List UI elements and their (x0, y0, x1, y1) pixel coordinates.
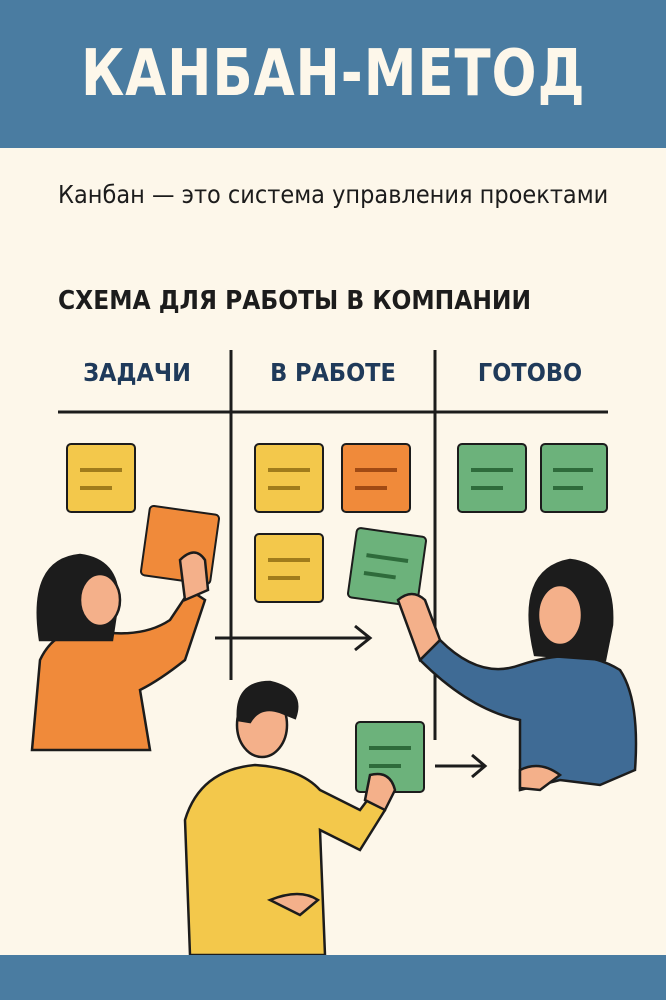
arrow-right-icon (215, 624, 373, 652)
page-title: КАНБАН-МЕТОД (80, 37, 586, 111)
header-banner: КАНБАН-МЕТОД (0, 0, 666, 148)
sticky-note-orange (341, 443, 411, 513)
column-header-in-progress: В РАБОТЕ (270, 358, 396, 387)
person-man-middle (183, 680, 397, 957)
sticky-note-green (457, 443, 527, 513)
sticky-note-green (346, 527, 428, 608)
footer-band (0, 955, 666, 1000)
sticky-note-green (540, 443, 608, 513)
sticky-note-yellow (254, 443, 324, 513)
subtitle: Канбан — это система управления проектам… (58, 180, 609, 209)
person-woman-left (30, 551, 210, 752)
column-header-done: ГОТОВО (477, 358, 583, 387)
person-woman-right (396, 558, 638, 792)
scheme-title: СХЕМА ДЛЯ РАБОТЫ В КОМПАНИИ (58, 286, 532, 316)
sticky-note-yellow (66, 443, 136, 513)
column-header-todo: ЗАДАЧИ (83, 358, 191, 387)
arrow-right-icon (435, 753, 488, 779)
sticky-note-yellow (254, 533, 324, 603)
sticky-note-orange (139, 504, 221, 586)
